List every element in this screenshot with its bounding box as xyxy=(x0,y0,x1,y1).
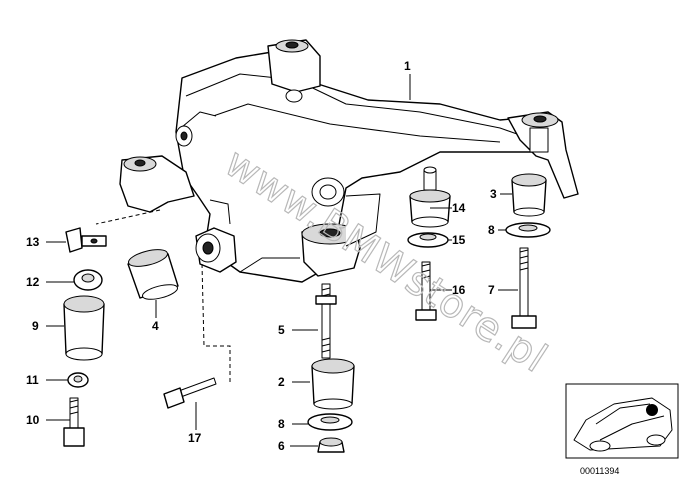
subframe-drawing xyxy=(119,39,579,283)
part-5-stud-bolt xyxy=(315,283,337,359)
leader-lines xyxy=(46,74,518,447)
callout-1: 1 xyxy=(404,59,411,73)
callout-13: 13 xyxy=(26,235,40,249)
part-4-rubber-bushing xyxy=(127,249,179,300)
callout-labels: 1 2 3 4 5 6 7 8 8 9 10 11 12 13 14 15 16… xyxy=(26,59,497,453)
callout-11: 11 xyxy=(26,373,39,387)
callout-2: 2 xyxy=(278,375,285,389)
part-16-bolt xyxy=(415,261,437,321)
callout-17: 17 xyxy=(188,431,202,445)
callout-8-lower: 8 xyxy=(278,417,285,431)
callout-3: 3 xyxy=(490,187,497,201)
callout-14: 14 xyxy=(452,201,466,215)
callout-5: 5 xyxy=(278,323,285,337)
callout-4: 4 xyxy=(152,319,159,333)
part-6-nut xyxy=(317,437,345,453)
part-15-flat-washer xyxy=(407,232,449,248)
callout-15: 15 xyxy=(452,233,466,247)
callout-8-upper: 8 xyxy=(488,223,495,237)
part-11-washer-small xyxy=(67,372,89,388)
callout-16: 16 xyxy=(452,283,466,297)
part-12-spacer-ring xyxy=(73,269,103,291)
callout-10: 10 xyxy=(26,413,40,427)
part-17-hex-bolt-long xyxy=(163,377,217,409)
part-2-rubber-mount xyxy=(311,358,355,410)
callout-7: 7 xyxy=(488,283,495,297)
callout-6: 6 xyxy=(278,439,285,453)
part-8-washer-upper xyxy=(505,222,551,238)
part-8-washer-lower xyxy=(307,413,353,431)
callout-9: 9 xyxy=(32,319,39,333)
callout-12: 12 xyxy=(26,275,40,289)
assembly-lines xyxy=(95,209,231,384)
car-locator-inset: 00011394 xyxy=(565,383,679,476)
subframe-location-marker xyxy=(646,404,658,416)
part-14-rubber-buffer xyxy=(409,166,451,228)
part-3-rubber-mount xyxy=(511,173,547,217)
part-10-hex-bolt xyxy=(63,397,85,447)
part-7-long-bolt xyxy=(511,247,537,329)
diagram-id-label: 00011394 xyxy=(580,466,619,476)
part-13-clip-nut xyxy=(65,227,107,253)
part-9-rubber-mount-cylinder xyxy=(63,295,105,361)
